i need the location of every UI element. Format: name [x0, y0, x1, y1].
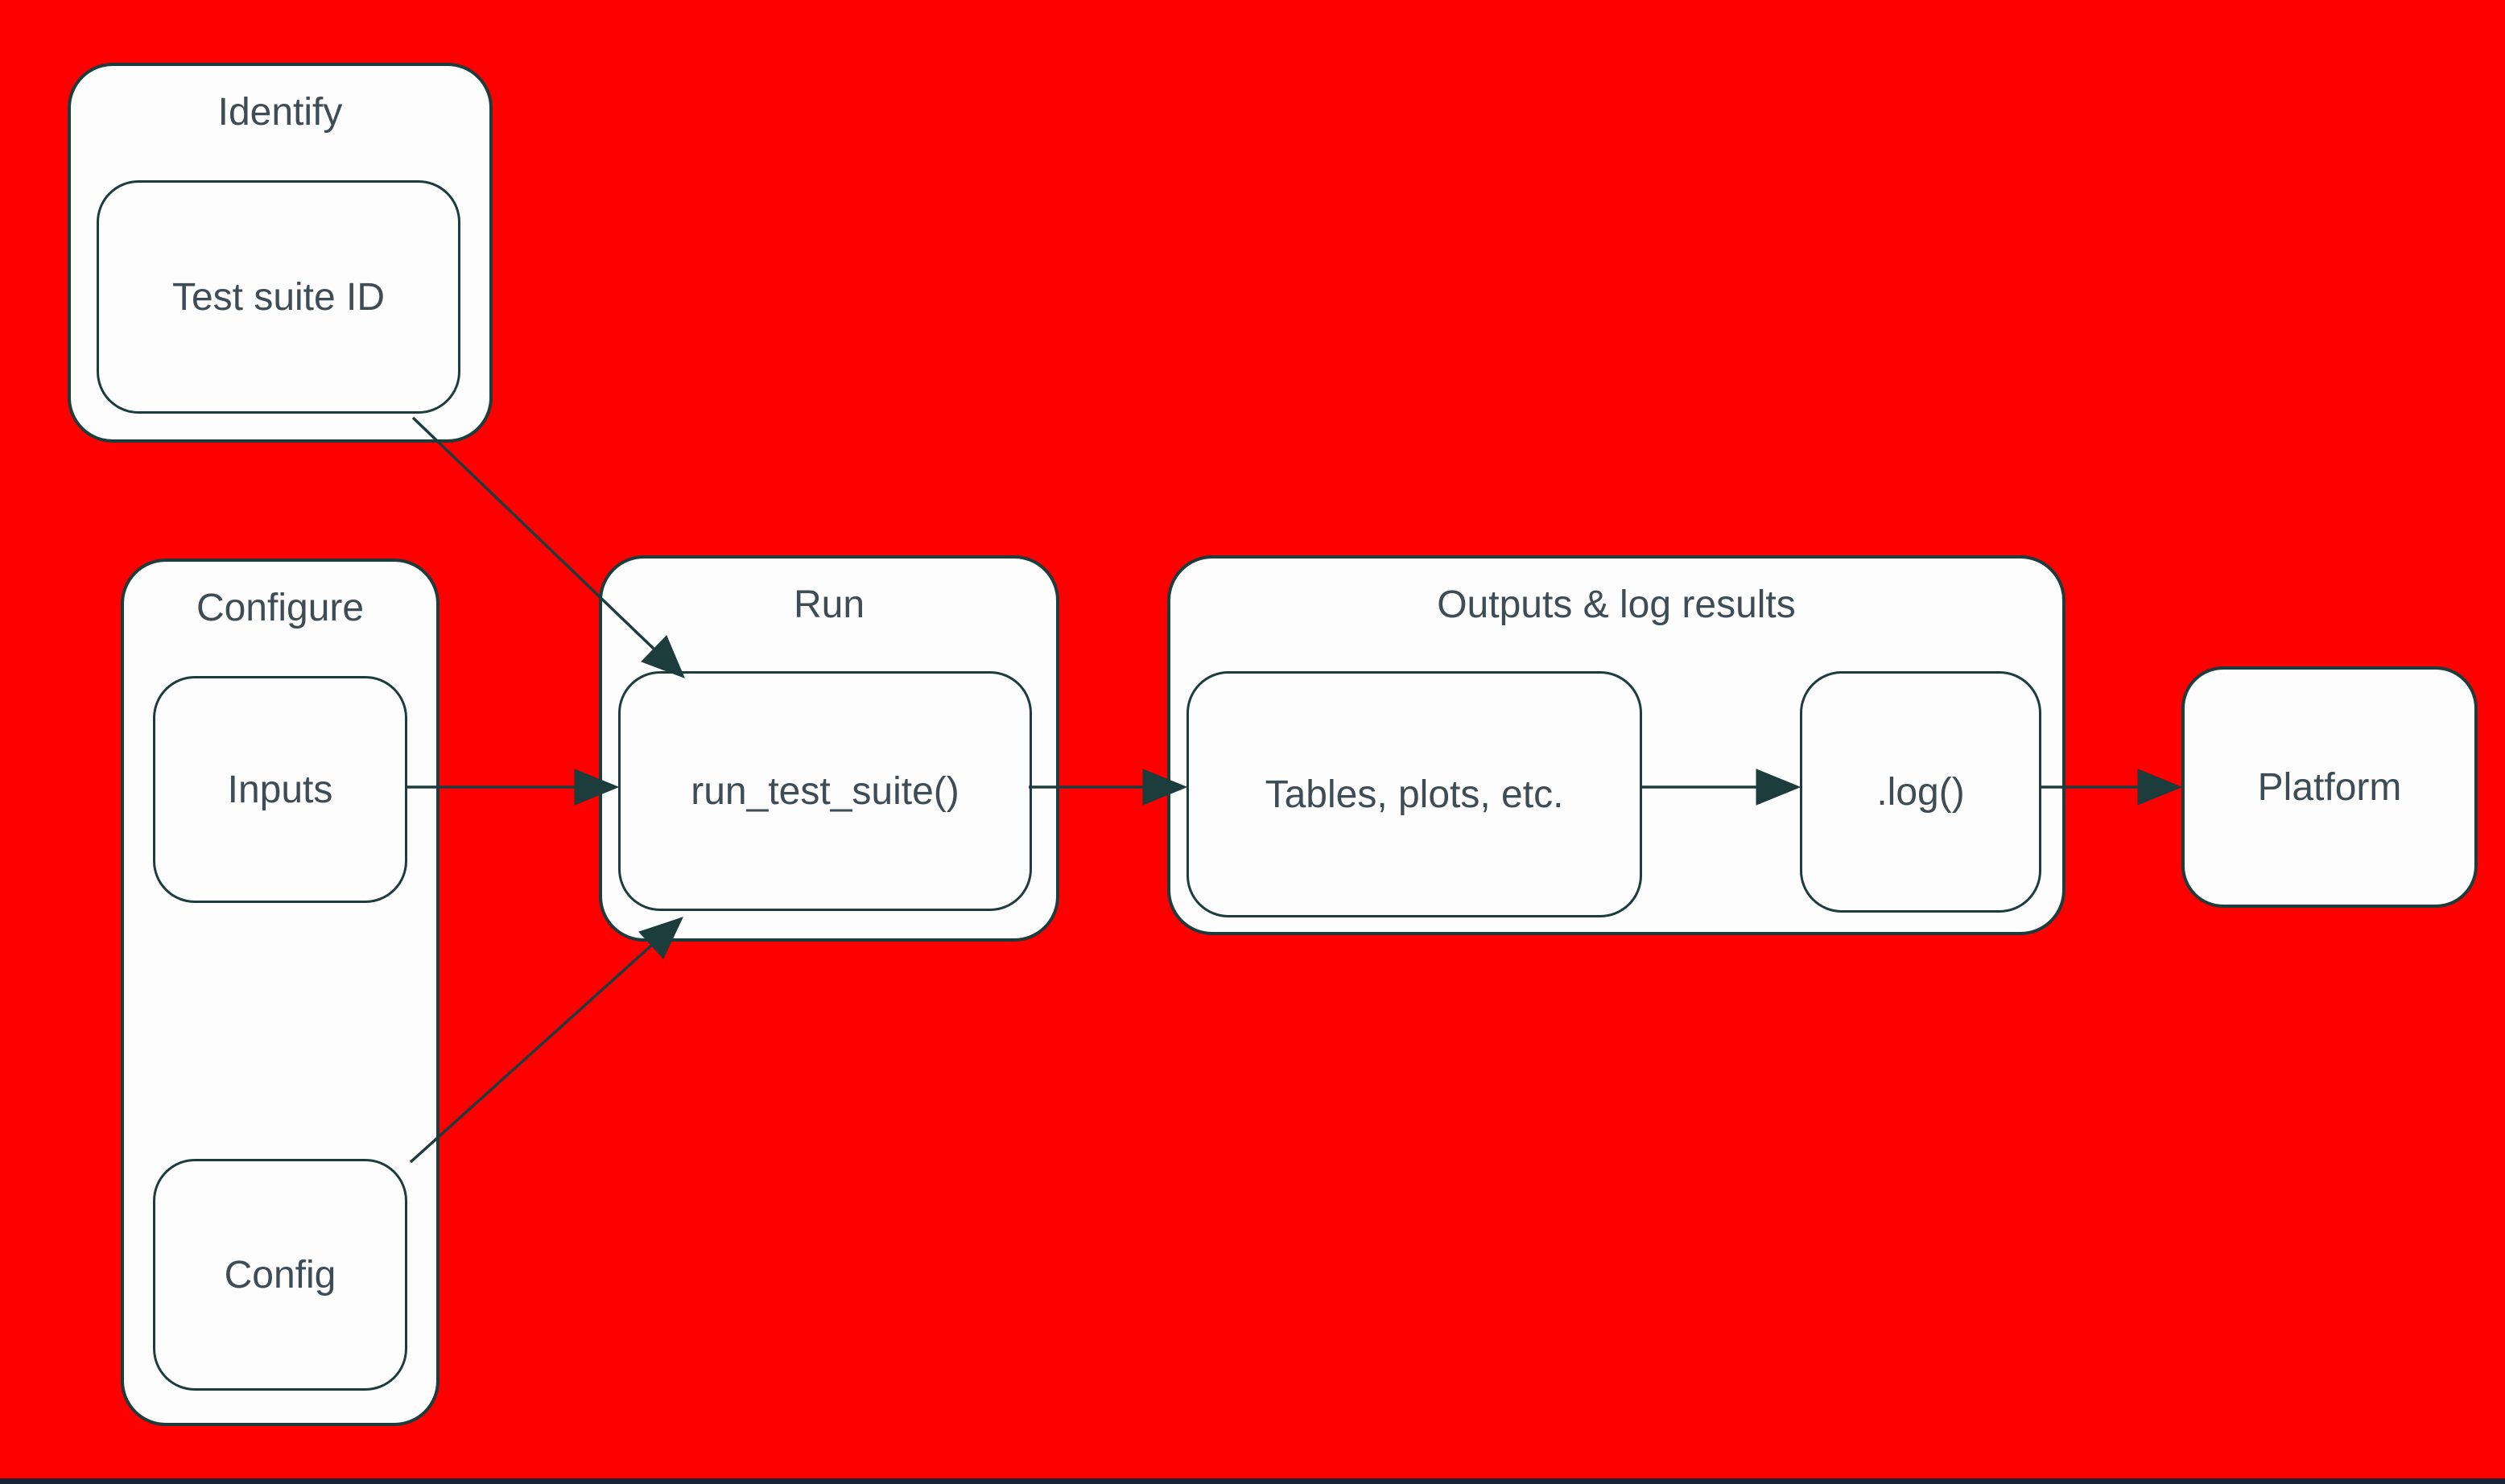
configure-group-title: Configure [196, 587, 365, 629]
config-label: Config [224, 1253, 336, 1296]
test-suite-id-node: Test suite ID [97, 180, 460, 414]
log-label: .log() [1876, 770, 1965, 814]
tables-plots-node: Tables, plots, etc. [1186, 671, 1642, 917]
test-suite-id-label: Test suite ID [171, 275, 386, 319]
edge-config-to-run [409, 917, 683, 1164]
platform-node: Platform [2181, 666, 2478, 908]
outputs-group-title: Outputs & log results [1437, 583, 1796, 626]
tables-plots-label: Tables, plots, etc. [1265, 773, 1564, 816]
config-node: Config [153, 1159, 407, 1391]
run-group-title: Run [793, 583, 865, 626]
platform-label: Platform [2257, 765, 2402, 809]
bottom-edge-strip [0, 1478, 2505, 1484]
log-node: .log() [1800, 671, 2041, 913]
run-test-suite-label: run_test_suite() [691, 769, 959, 813]
identify-group-title: Identify [217, 91, 343, 134]
inputs-node: Inputs [153, 676, 407, 903]
run-test-suite-node: run_test_suite() [618, 671, 1032, 911]
inputs-label: Inputs [227, 768, 333, 811]
